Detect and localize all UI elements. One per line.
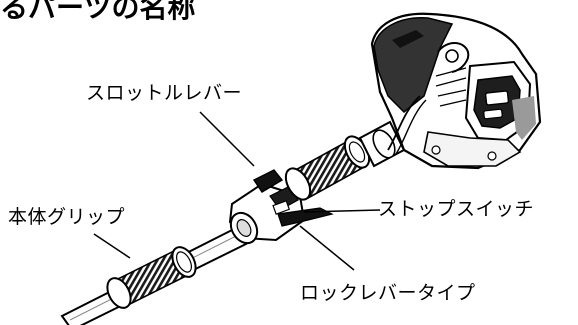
leader-lock-lever bbox=[299, 225, 355, 271]
label-lock-lever-type: ロックレバータイプ bbox=[300, 282, 476, 304]
main-grip-part bbox=[106, 246, 197, 309]
label-stop-switch: ストップスイッチ bbox=[378, 198, 535, 220]
label-main-grip: 本体グリップ bbox=[8, 206, 126, 228]
leader-main-grip bbox=[93, 233, 131, 259]
throttle-housing bbox=[228, 169, 334, 245]
leader-stop-switch bbox=[303, 209, 381, 213]
engine-unit bbox=[370, 12, 542, 170]
leader-lines bbox=[93, 111, 381, 271]
page-title: るパーツの名称 bbox=[0, 0, 196, 24]
leader-throttle-lever bbox=[199, 111, 255, 167]
upper-grip-part bbox=[284, 120, 406, 201]
label-throttle-lever: スロットルレバー bbox=[86, 82, 243, 104]
